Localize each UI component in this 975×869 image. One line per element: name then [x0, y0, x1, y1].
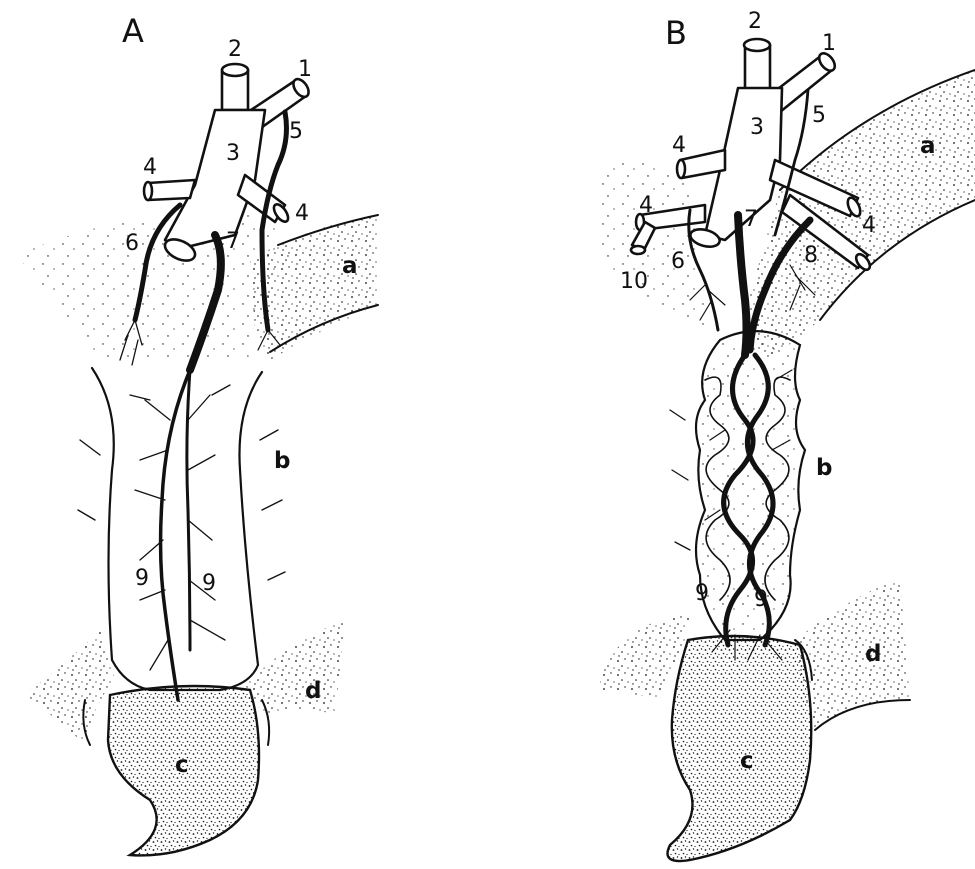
panel-b-label-10: 10: [620, 269, 648, 294]
panel-a-label-b: b: [274, 448, 290, 474]
panel-a-title: A: [122, 12, 144, 50]
panel-a-artery-9-right: [187, 370, 190, 650]
panel-a-label-1: 1: [298, 57, 312, 82]
panel-b-label-4-left: 4: [639, 193, 653, 218]
panel-a: [15, 64, 378, 855]
panel-a-tissue-a-left: [15, 212, 290, 360]
panel-b-label-a: a: [920, 133, 936, 159]
panel-b-label-7: 7: [744, 207, 758, 232]
panel-a-label-d: d: [305, 678, 321, 704]
panel-b-label-4-right: 4: [862, 213, 876, 238]
panel-a-label-2: 2: [228, 37, 242, 62]
panel-b-label-9-left: 9: [695, 581, 709, 606]
panel-a-label-9-right: 9: [202, 571, 216, 596]
panel-b-label-2: 2: [748, 9, 762, 34]
panel-a-label-4-left: 4: [143, 155, 157, 180]
panel-b-label-3: 3: [750, 115, 764, 140]
panel-b-tissue-d-right: [795, 580, 910, 730]
panel-a-label-3: 3: [226, 141, 240, 166]
panel-a-label-9-left: 9: [135, 566, 149, 591]
panel-a-label-5: 5: [289, 119, 303, 144]
panel-b-label-8: 8: [804, 243, 818, 268]
panel-a-tissue-d-left: [30, 630, 115, 745]
panel-b-label-9-right: 9: [754, 587, 768, 612]
panel-a-label-c: c: [175, 752, 189, 778]
panel-b-tissue-left: [600, 162, 720, 340]
panel-b-label-5: 5: [812, 103, 826, 128]
panel-a-artery-9-left: [161, 370, 190, 700]
panel-a-tissue-d-right: [245, 620, 345, 720]
panel-b-label-c: c: [740, 748, 754, 774]
panel-b-label-b: b: [816, 455, 832, 481]
panel-a-label-a: a: [342, 253, 358, 279]
panel-a-label-6: 6: [125, 231, 139, 256]
panel-a-label-4-right: 4: [295, 201, 309, 226]
panel-b-title: B: [665, 14, 687, 52]
panel-b: [600, 39, 975, 861]
panel-b-label-d: d: [865, 641, 881, 667]
panel-b-label-1: 1: [822, 31, 836, 56]
panel-b-label-6: 6: [671, 249, 685, 274]
panel-a-label-7: 7: [226, 229, 240, 254]
panel-b-label-4-top: 4: [672, 133, 686, 158]
panel-a-organ-b: [92, 368, 262, 690]
